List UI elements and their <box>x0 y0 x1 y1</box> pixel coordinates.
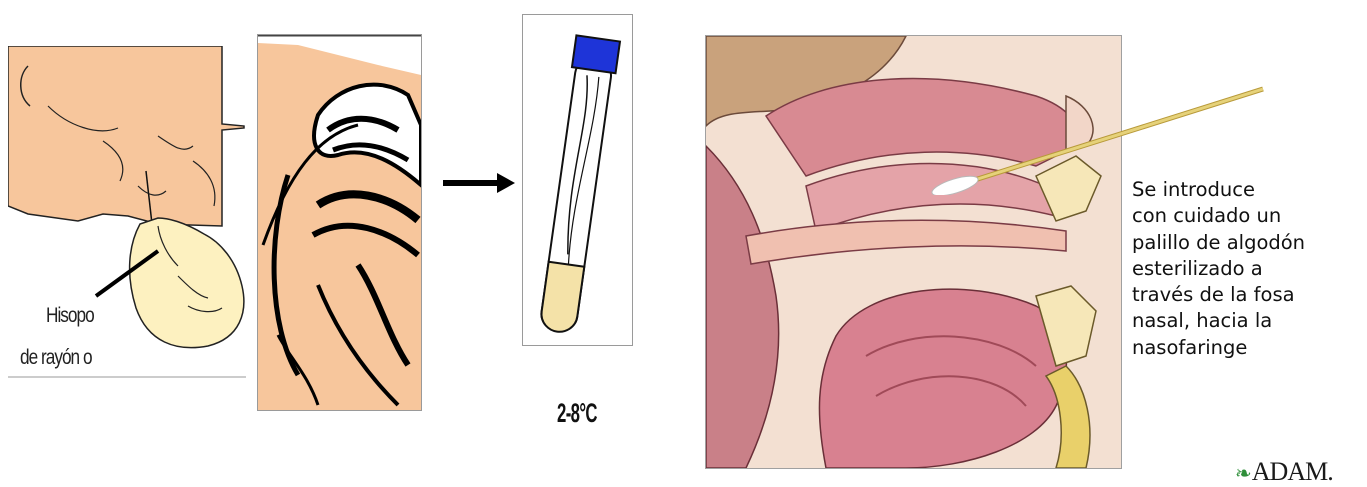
nasal-cavity-drawing <box>258 35 421 410</box>
procedure-caption: Se introduce con cuidado un palillo de a… <box>1132 177 1367 361</box>
leaf-icon: ❧ <box>1235 463 1251 485</box>
storage-temperature-label: 2-8°C <box>557 398 597 429</box>
adam-logo-text: ADAM. <box>1252 457 1333 486</box>
caption-line: Se introduce <box>1132 177 1367 203</box>
caption-line: palillo de algodón <box>1132 230 1367 256</box>
caption-line: con cuidado un <box>1132 203 1367 229</box>
swab-label-line1: Hisopo <box>46 304 94 328</box>
caption-line: nasal, hacia la <box>1132 308 1367 334</box>
caption-line: esterilizado a <box>1132 256 1367 282</box>
swab-label-line2: de rayón o <box>20 346 92 370</box>
caption-line: nasofaringe <box>1132 335 1367 361</box>
face-swab-illustration: Hisopo de rayón o <box>8 46 246 378</box>
tube-drawing <box>523 15 632 345</box>
nasal-cavity-sketch <box>257 34 422 411</box>
face-swab-drawing <box>8 46 246 378</box>
right-arrow-icon <box>443 173 515 193</box>
caption-line: través de la fosa <box>1132 282 1367 308</box>
transport-tube-illustration <box>522 14 633 346</box>
